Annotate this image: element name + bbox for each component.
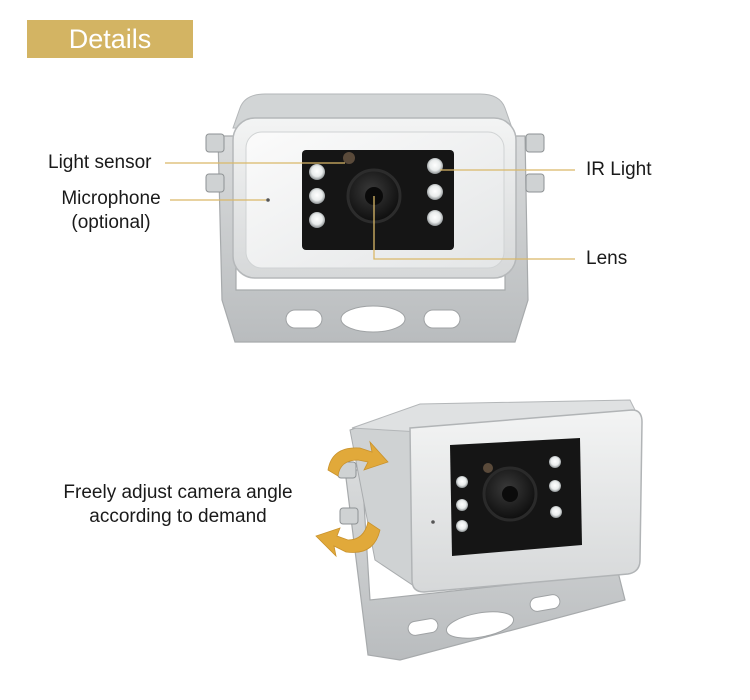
callout-microphone-line1: Microphone <box>61 188 161 209</box>
callout-microphone-line2: (optional) <box>71 212 151 233</box>
callout-adjust-line2: according to demand <box>89 506 267 527</box>
callout-adjust-angle: Freely adjust camera angle according to … <box>58 481 298 529</box>
callout-ir-light: IR Light <box>586 159 652 180</box>
callout-adjust-line1: Freely adjust camera angle <box>63 482 293 503</box>
camera-front-image <box>205 93 545 343</box>
rotate-arrow-icon <box>315 440 389 558</box>
callout-light-sensor: Light sensor <box>48 152 152 173</box>
callout-lens: Lens <box>586 248 628 269</box>
callout-microphone: Microphone (optional) <box>54 187 168 235</box>
camera-side-image <box>337 399 643 661</box>
details-badge: Details <box>27 20 193 58</box>
leader-lines <box>165 162 575 260</box>
